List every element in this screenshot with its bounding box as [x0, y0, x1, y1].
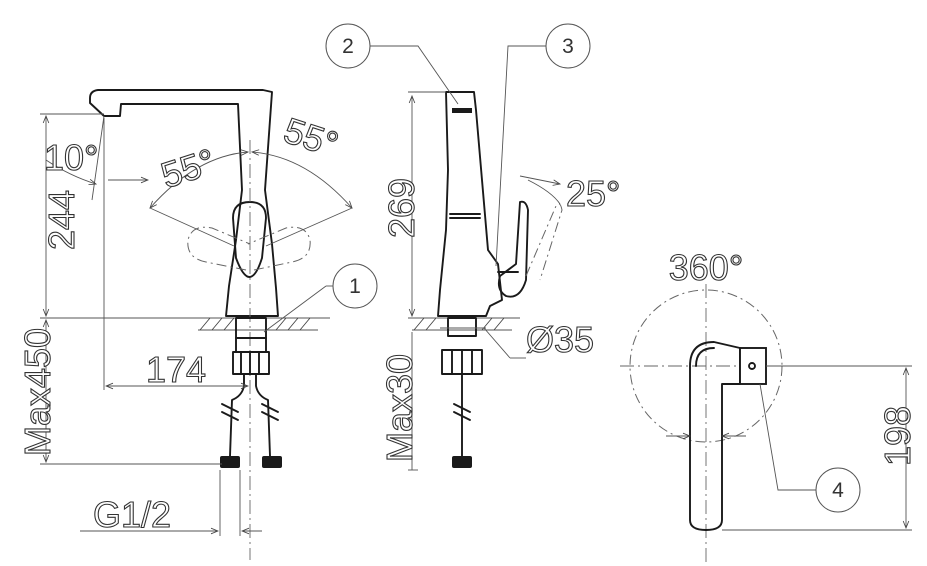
side-lever-ghost	[525, 203, 563, 281]
front-counter-hatch	[199, 317, 311, 331]
dim-hole-diameter: Ø35	[526, 319, 594, 360]
dim-rotation: 360°	[669, 247, 743, 288]
callout-3-label: 3	[562, 35, 574, 58]
front-fitting-left	[220, 456, 240, 468]
front-lever	[232, 201, 267, 278]
side-view: 269 Max30 25° Ø35 2 3	[325, 23, 621, 471]
side-body	[437, 91, 503, 317]
top-pin	[748, 362, 756, 370]
side-lever-plate	[497, 200, 529, 298]
callout-1-label: 1	[349, 275, 361, 298]
dim-max-below-front: Max450	[17, 328, 58, 456]
side-fitting	[452, 456, 472, 468]
dim-max-below-side: Max30	[379, 354, 420, 462]
dim-spout-angle: 10°	[44, 137, 98, 178]
callout-4-label: 4	[832, 479, 844, 502]
side-aerator	[452, 108, 472, 113]
front-thread	[232, 337, 270, 375]
dim-height-front: 244	[41, 190, 82, 250]
dim-lever-tilt: 25°	[566, 173, 620, 214]
callout-4	[815, 467, 861, 513]
dim-swivel-left: 55°	[156, 140, 220, 196]
front-view: 10° 55° 55° 244 Max450 174 G1/2 1	[16, 89, 378, 560]
dim-lever-length: 198	[877, 406, 918, 466]
dim-swivel-right: 55°	[279, 109, 343, 165]
dim-connection: G1/2	[93, 494, 171, 535]
dim-height-side: 269	[381, 178, 422, 238]
side-nut	[447, 317, 477, 337]
front-hose-right	[255, 373, 271, 457]
front-fitting-right	[262, 456, 282, 468]
front-spout	[89, 89, 279, 317]
top-view: 360° 198 4	[620, 246, 919, 566]
callout-1	[332, 263, 378, 309]
top-lever	[689, 341, 741, 531]
front-lever-ghost-right	[247, 226, 311, 271]
callout-2-label: 2	[342, 35, 354, 58]
front-nut	[235, 317, 267, 339]
dim-reach: 174	[146, 349, 206, 390]
front-lever-ghost-left	[187, 226, 251, 271]
